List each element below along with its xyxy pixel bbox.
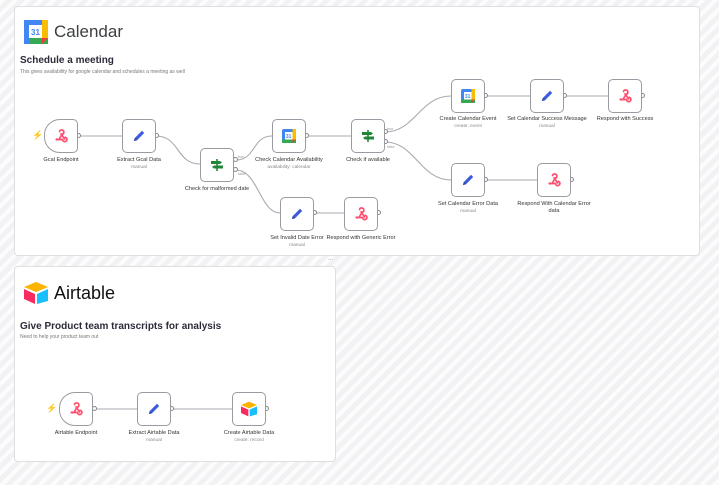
trigger-bolt-icon: ⚡	[32, 130, 44, 140]
node-title: Extract Airtable Data	[128, 430, 180, 436]
node-check-malformed-date[interactable]	[200, 148, 234, 182]
node-check-if-available[interactable]	[351, 119, 385, 153]
airtable-brand-text: Airtable	[54, 282, 116, 303]
node-subtitle: create: event	[454, 123, 482, 129]
node-extract-airtable-data[interactable]	[137, 392, 171, 426]
label-create-calendar-event: Create Calendar Event create: event	[426, 116, 510, 130]
airtable-icon	[241, 401, 257, 417]
node-subtitle: manual	[460, 208, 476, 214]
airtable-brand: Airtable	[23, 281, 115, 305]
node-title: Respond With Calendar Error data	[517, 201, 591, 214]
node-airtable-endpoint[interactable]	[59, 392, 93, 426]
node-title: Airtable Endpoint	[54, 430, 98, 436]
node-create-airtable-data[interactable]	[232, 392, 266, 426]
sticky-subtitle-airtable: Need to help your product team out	[20, 334, 99, 340]
if-signpost-icon	[211, 159, 223, 171]
node-title: Extract Gcal Data	[117, 157, 161, 163]
node-respond-with-success[interactable]	[608, 79, 642, 113]
label-respond-with-success: Respond with Success	[583, 116, 667, 123]
label-create-airtable-data: Create Airtable Data create: record	[207, 430, 291, 444]
resize-handle[interactable]: ...	[328, 256, 334, 262]
label-respond-with-generic-error: Respond with Generic Error	[319, 235, 403, 242]
node-title: Create Airtable Data	[223, 430, 275, 436]
pencil-icon	[134, 130, 145, 141]
node-set-calendar-success-message[interactable]	[530, 79, 564, 113]
label-extract-gcal-data: Extract Gcal Data manual	[97, 157, 181, 171]
node-set-invalid-date-error[interactable]	[280, 197, 314, 231]
node-subtitle: availability: calendar	[267, 164, 311, 170]
sticky-note-airtable[interactable]: Airtable Give Product team transcripts f…	[14, 266, 336, 462]
node-title: Set Calendar Success Message	[507, 116, 587, 122]
node-subtitle: manual	[131, 164, 147, 170]
node-subtitle: manual	[289, 242, 305, 248]
webhook-icon	[70, 402, 83, 416]
node-create-calendar-event[interactable]: 31	[451, 79, 485, 113]
label-set-calendar-error-data: Set Calendar Error Data manual	[426, 201, 510, 215]
pencil-icon	[149, 403, 160, 414]
node-title: Set Invalid Date Error	[270, 235, 324, 241]
sticky-title-calendar: Schedule a meeting	[20, 55, 114, 66]
label-respond-with-calendar-error-data: Respond With Calendar Error data	[512, 201, 596, 214]
node-title: Gcal Endpoint	[43, 157, 79, 163]
label-set-invalid-date-error: Set Invalid Date Error manual	[255, 235, 339, 249]
label-set-calendar-success-message: Set Calendar Success Message manual	[505, 116, 589, 130]
pencil-icon	[542, 90, 553, 101]
calendar-logo-text: 31	[465, 94, 471, 100]
if-signpost-icon	[362, 130, 374, 142]
node-subtitle: create: record	[234, 437, 264, 443]
label-gcal-endpoint: Gcal Endpoint	[19, 157, 103, 164]
webhook-icon	[55, 129, 68, 143]
node-subtitle: manual	[539, 123, 555, 129]
node-title: Check for malformed date	[184, 186, 250, 192]
node-set-calendar-error-data[interactable]	[451, 163, 485, 197]
node-respond-with-generic-error[interactable]	[344, 197, 378, 231]
sticky-subtitle-calendar: This gives availability for google calen…	[20, 69, 185, 75]
calendar-logo-text: 31	[286, 134, 292, 140]
node-gcal-endpoint[interactable]	[44, 119, 78, 153]
trigger-bolt-icon: ⚡	[46, 403, 58, 413]
calendar-brand-text: Calendar	[54, 22, 123, 41]
node-title: Respond with Generic Error	[326, 235, 396, 241]
webhook-icon	[355, 207, 368, 221]
google-calendar-icon: 31	[461, 89, 475, 103]
node-extract-gcal-data[interactable]	[122, 119, 156, 153]
node-title: Create Calendar Event	[439, 116, 497, 122]
google-calendar-icon: 31	[282, 129, 296, 143]
label-check-malformed-date: Check for malformed date	[175, 186, 259, 193]
label-check-if-available: Check if available	[326, 157, 410, 164]
google-calendar-logo-icon: 31	[24, 20, 48, 44]
node-check-calendar-availability[interactable]: 31	[272, 119, 306, 153]
node-subtitle: manual	[146, 437, 162, 443]
calendar-logo-text: 31	[31, 28, 40, 37]
label-extract-airtable-data: Extract Airtable Data manual	[112, 430, 196, 444]
airtable-logo-icon	[24, 282, 48, 304]
label-airtable-endpoint: Airtable Endpoint	[34, 430, 118, 437]
webhook-icon	[548, 173, 561, 187]
node-title: Set Calendar Error Data	[437, 201, 498, 207]
pencil-icon	[292, 208, 303, 219]
label-check-calendar-availability: Check Calendar Availability availability…	[247, 157, 331, 171]
pencil-icon	[463, 174, 474, 185]
webhook-icon	[619, 89, 632, 103]
sticky-title-airtable: Give Product team transcripts for analys…	[20, 321, 222, 332]
node-title: Check Calendar Availability	[255, 157, 323, 163]
node-respond-with-calendar-error-data[interactable]	[537, 163, 571, 197]
node-title: Respond with Success	[596, 116, 654, 122]
node-title: Check if available	[346, 157, 390, 163]
calendar-brand: 31 Calendar	[23, 19, 123, 45]
